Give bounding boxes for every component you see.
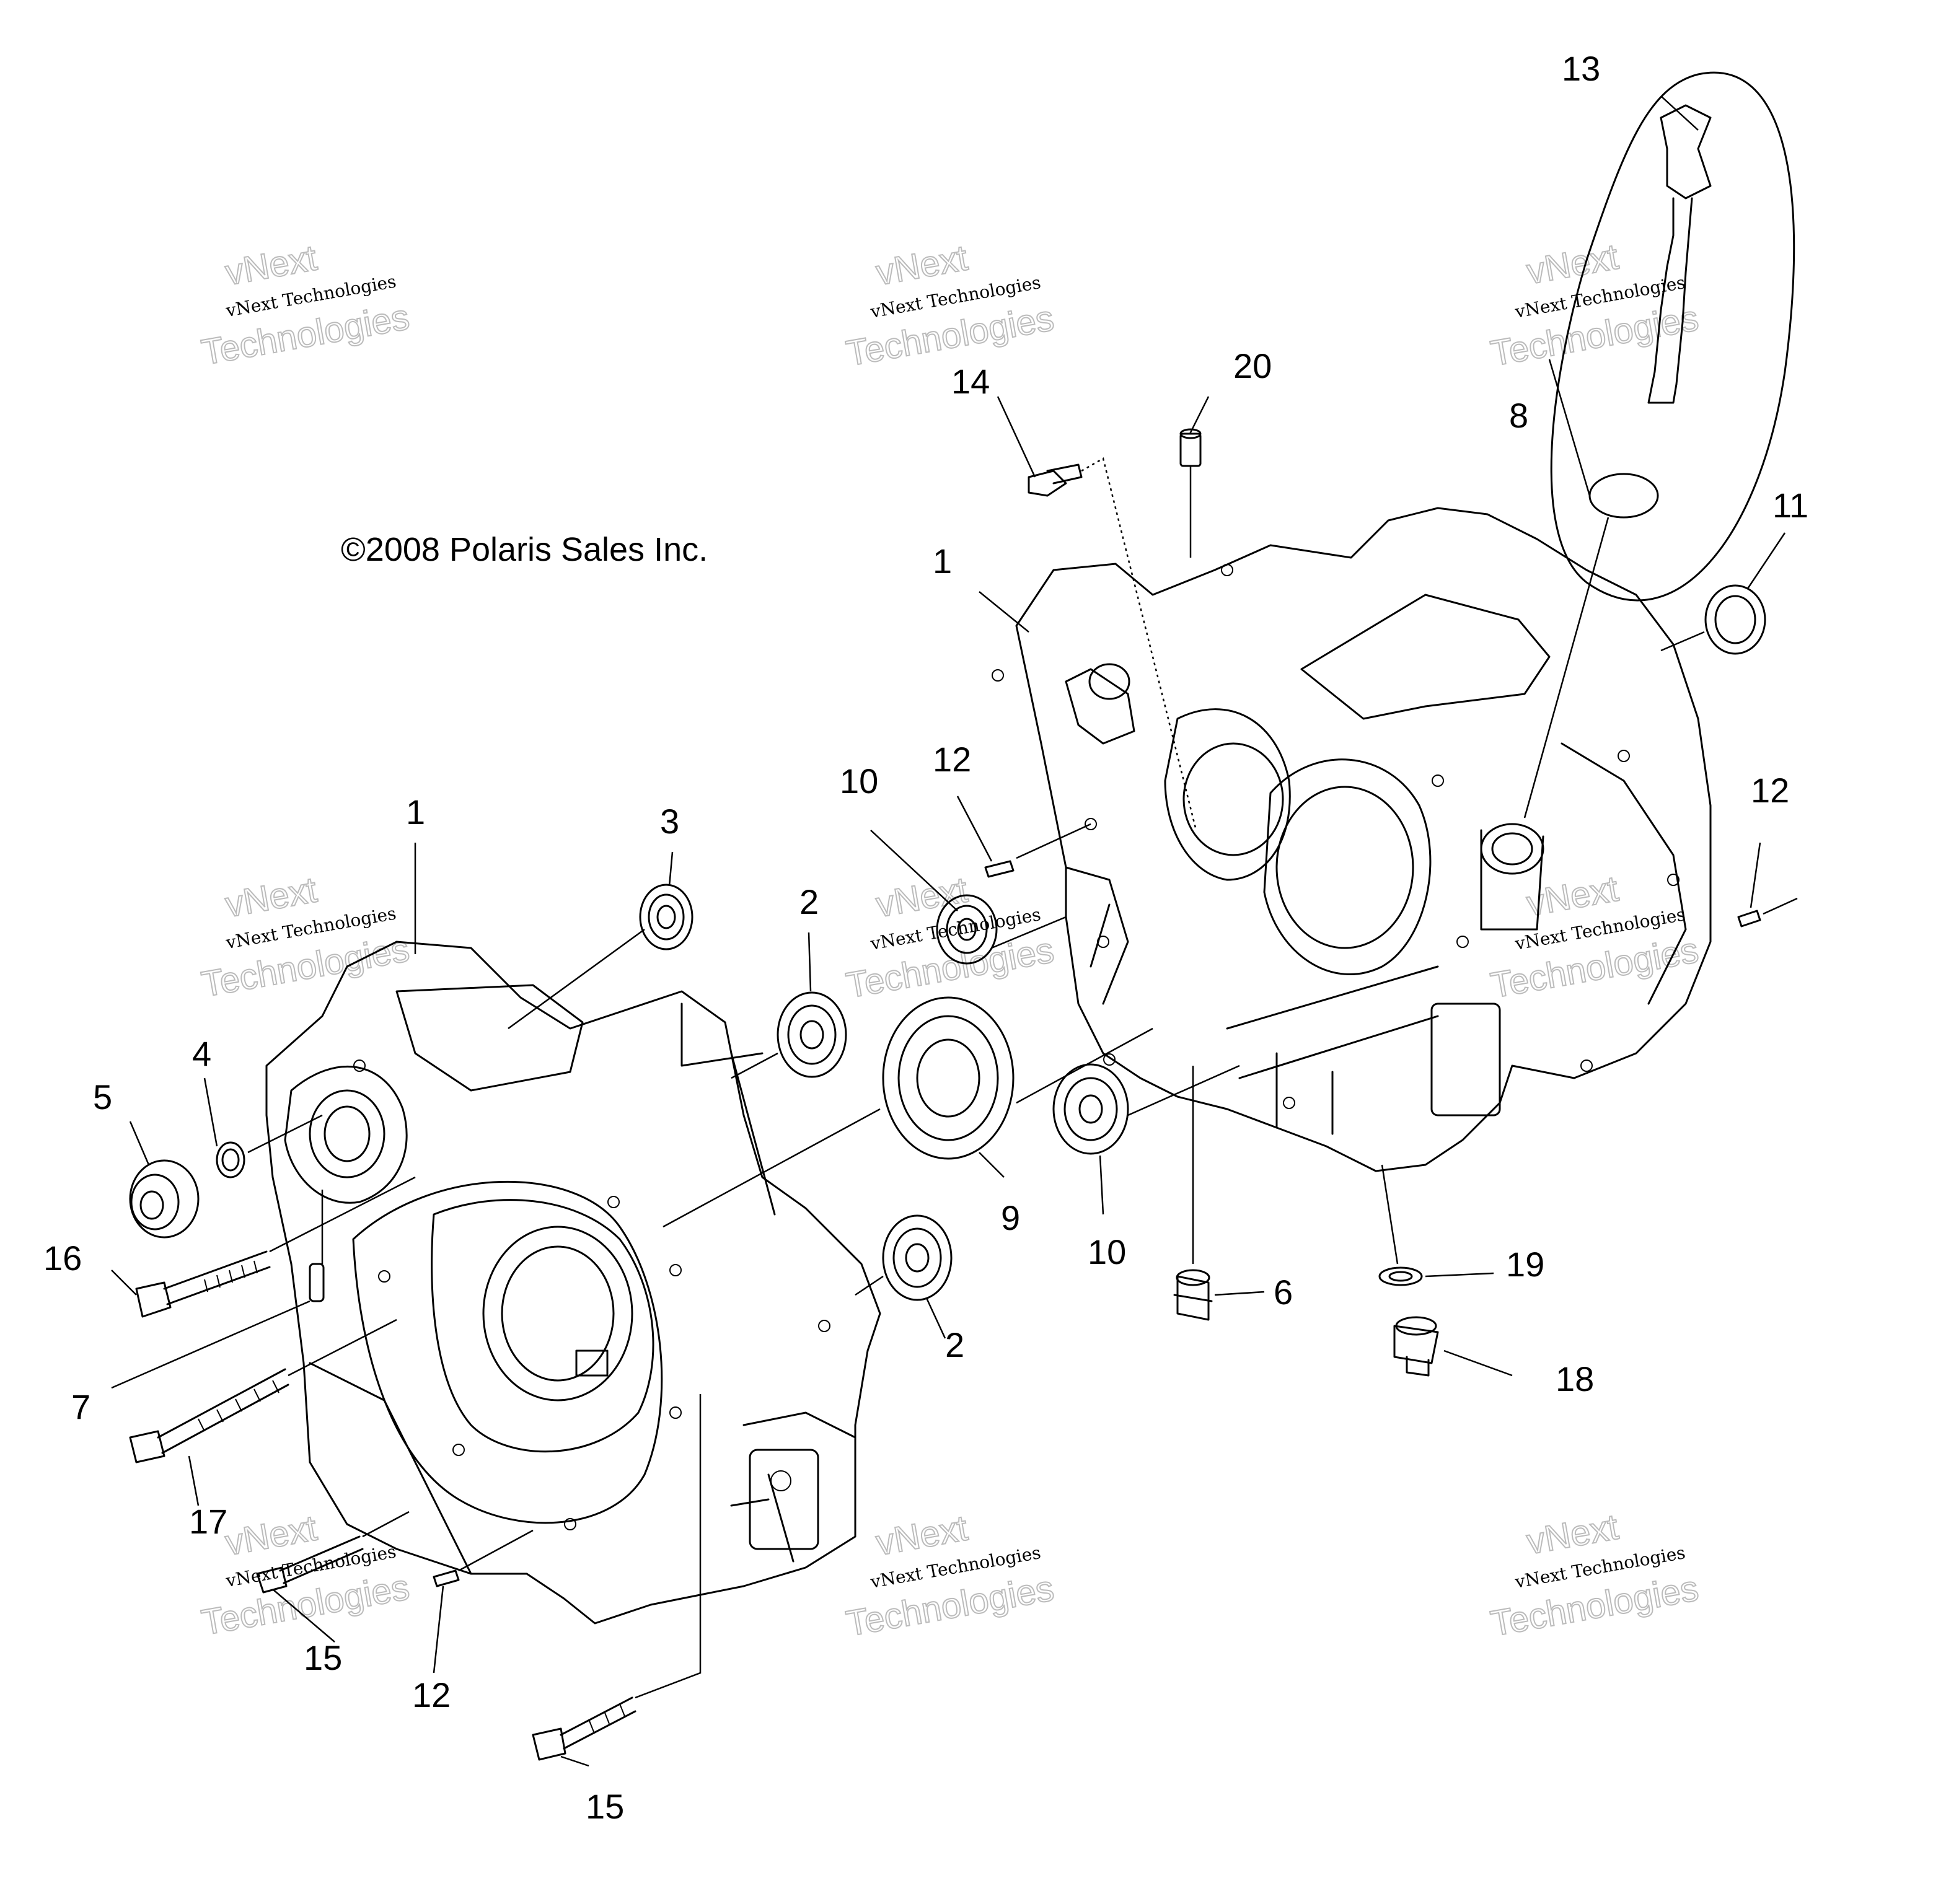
svg-text:vNext: vNext <box>222 1507 320 1563</box>
dowel-pin-7 <box>309 1263 325 1302</box>
bearing-10-lower <box>1052 1063 1129 1155</box>
washer-19 <box>1378 1266 1423 1286</box>
callout-13: 13 <box>1562 49 1600 88</box>
callout-19: 19 <box>1506 1245 1544 1284</box>
watermark-bottom-right: vNext vNext Technologies Technologies <box>1487 1506 1702 1645</box>
callout-1-left: 1 <box>406 792 425 831</box>
watermark-top-center: vNext vNext Technologies Technologies <box>843 237 1058 374</box>
dipstick-assembly <box>1550 71 1795 602</box>
left-crankcase-half <box>265 941 881 1625</box>
svg-text:vNext: vNext <box>1524 1507 1621 1563</box>
callout-15-left: 15 <box>304 1638 342 1677</box>
seal-11 <box>1704 584 1766 655</box>
callout-9: 9 <box>1001 1198 1020 1237</box>
copyright-notice: ©2008 Polaris Sales Inc. <box>341 531 708 568</box>
callout-18: 18 <box>1556 1359 1594 1398</box>
watermark-top-right: vNext vNext Technologies Technologies <box>1487 236 1702 375</box>
callout-2-lower: 2 <box>945 1325 964 1364</box>
watermark-bottom-center: vNext vNext Technologies Technologies <box>843 1507 1058 1644</box>
callout-4: 4 <box>192 1034 211 1073</box>
bearing-10-upper <box>936 894 998 965</box>
svg-text:vNext: vNext <box>873 237 971 293</box>
callout-14: 14 <box>951 362 990 401</box>
bolt-15-bottom <box>532 1696 636 1761</box>
callout-5: 5 <box>93 1077 112 1117</box>
bolt-14 <box>1028 463 1083 497</box>
callout-3: 3 <box>660 802 679 841</box>
bolt-17 <box>129 1368 289 1463</box>
drain-plug-18 <box>1393 1316 1439 1377</box>
svg-text:vNext: vNext <box>222 237 320 293</box>
watermark-top-left: vNext vNext Technologies Technologies <box>198 237 413 373</box>
watermark-middle-left: vNext vNext Technologies Technologies <box>198 869 413 1005</box>
callout-labels: 13 20 14 8 11 1 12 10 12 1 3 2 4 5 9 16 … <box>43 49 1808 1826</box>
fitting-6 <box>1173 1269 1213 1321</box>
dowel-pin-12-center <box>984 860 1015 878</box>
dowel-pin-20 <box>1179 428 1202 467</box>
callout-leaders <box>111 95 1786 1767</box>
svg-text:vNext: vNext <box>222 869 320 925</box>
callout-10-lower: 10 <box>1088 1232 1126 1271</box>
callout-1-right: 1 <box>933 542 952 581</box>
callout-11: 11 <box>1772 486 1808 525</box>
callout-17: 17 <box>189 1502 227 1541</box>
svg-text:vNext: vNext <box>873 1507 971 1563</box>
callout-2-upper: 2 <box>799 882 819 921</box>
bearing-2-upper <box>777 991 847 1078</box>
alignment-lines <box>247 457 1798 1699</box>
callout-15-bottom: 15 <box>586 1787 624 1826</box>
callout-12-center: 12 <box>933 740 971 779</box>
seal-4 <box>216 1141 245 1178</box>
right-crankcase-half <box>992 507 1712 1172</box>
callout-10-upper: 10 <box>840 761 878 801</box>
bearing-2-lower <box>882 1214 953 1301</box>
watermark-middle-center: vNext vNext Technologies Technologies <box>843 869 1058 1006</box>
callout-8: 8 <box>1509 396 1528 435</box>
bolt-15-left <box>256 1535 364 1594</box>
bearing-3 <box>639 884 693 950</box>
callout-20: 20 <box>1233 346 1272 385</box>
dowel-pin-12-lower <box>433 1569 460 1587</box>
callout-16: 16 <box>43 1239 82 1278</box>
callout-6: 6 <box>1274 1273 1293 1312</box>
svg-text:vNext: vNext <box>1524 237 1621 292</box>
plug-5 <box>129 1159 200 1239</box>
callout-12-right: 12 <box>1751 771 1789 810</box>
callout-7: 7 <box>71 1387 90 1426</box>
dowel-pin-12-right <box>1737 910 1761 928</box>
bolt-16 <box>135 1250 271 1318</box>
bearing-9 <box>882 996 1015 1160</box>
callout-12-lower: 12 <box>412 1675 451 1714</box>
